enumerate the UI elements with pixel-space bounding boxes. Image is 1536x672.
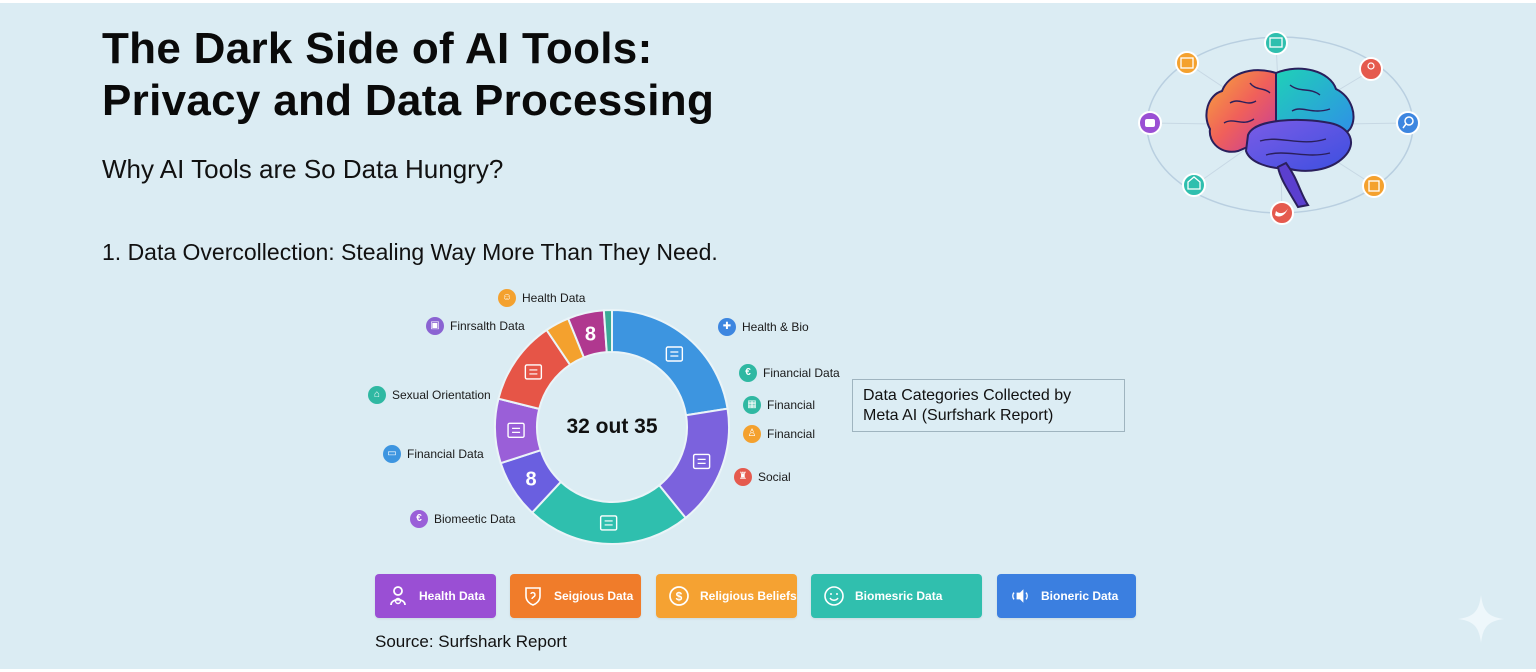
orbit-icons [1138,31,1420,225]
briefcase-icon: ▣ [426,317,444,335]
donut-label: € Financial Data [739,364,840,382]
donut-label: ✚ Health & Bio [718,318,809,336]
legend-chip-health-data: Health Data [375,574,496,618]
title-line-2: Privacy and Data Processing [102,76,715,125]
donut-segment [602,308,613,354]
donut-label: ▭ Financial Data [383,445,484,463]
donut-svg: 88 [494,308,730,545]
donut-label: ⌂ Sexual Orientation [368,386,491,404]
source-note: Source: Surfshark Report [375,632,567,651]
card-icon: ▭ [383,445,401,463]
envelope-icon [665,346,684,362]
mask-icon: ☺ [498,289,516,307]
dollar-icon: $ [668,585,690,607]
health-icon: ✚ [718,318,736,336]
donut-label: ♜ Social [734,468,791,486]
legend-chip-religious-beliefs: $ Religious Beliefs [656,574,797,618]
id-card-icon [507,422,525,439]
donut-label: € Biomeetic Data [410,510,515,528]
document-icon [599,515,618,531]
donut-center-label: 32 out 35 [566,415,658,438]
segment-digit: 8 [585,323,596,345]
section-heading: 1. Data Overcollection: Stealing Way Mor… [102,239,718,265]
title-line-1: The Dark Side of AI Tools: [102,24,653,73]
svg-text:8: 8 [585,323,596,345]
page-title: The Dark Side of AI Tools: Privacy and D… [102,23,714,127]
legend-chip-bioneric-data: Bioneric Data [997,574,1136,618]
donut-label: ☺ Health Data [498,289,585,307]
svg-text:8: 8 [525,469,536,491]
money-bag-icon: ♙ [743,425,761,443]
donut-label: ▣ Finrsalth Data [426,317,525,335]
people-icon: ⌂ [368,386,386,404]
tower-icon: ♜ [734,468,752,486]
svg-text:$: $ [676,590,683,604]
subtitle: Why AI Tools are So Data Hungry? [102,154,504,184]
brain-illustration [1130,23,1430,233]
sparkle-icon [1458,595,1504,643]
chart-caption-box: Data Categories Collected by Meta AI (Su… [852,379,1125,432]
slide: The Dark Side of AI Tools: Privacy and D… [0,3,1536,669]
euro-icon: € [739,364,757,382]
smiley-icon [823,585,845,607]
legend-chip-seigious-data: Seigious Data [510,574,641,618]
grid-icon: ▦ [743,396,761,414]
euro-icon: € [410,510,428,528]
segment-digit: 8 [525,469,536,491]
legend-chip-biomesric-data: Biomesric Data [811,574,982,618]
person-icon [387,585,409,607]
speaker-icon [1009,585,1031,607]
donut-label: ♙ Financial [743,425,815,443]
donut-label: ▦ Financial [743,396,815,414]
shield-icon [522,585,544,607]
clipboard-icon [524,364,543,380]
chat-icon [692,453,711,470]
